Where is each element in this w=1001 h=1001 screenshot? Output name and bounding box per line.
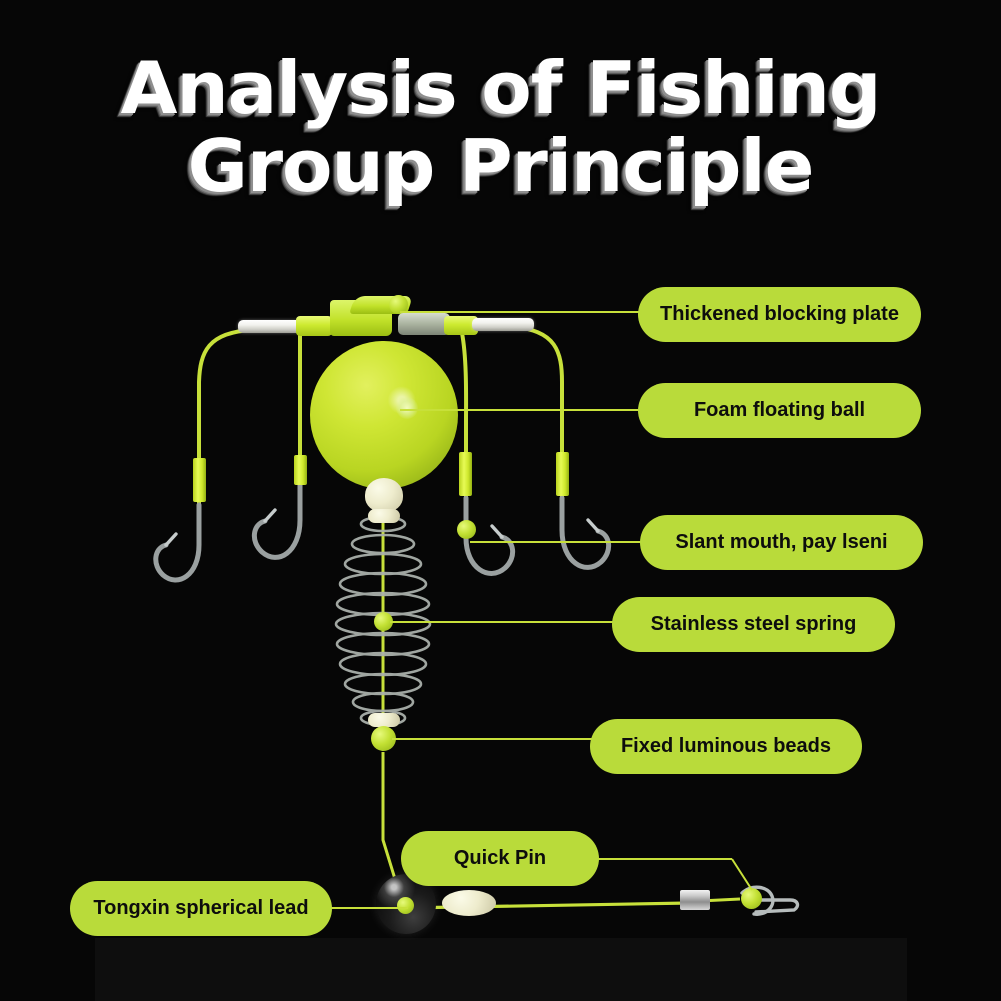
callout-foam-floating-ball[interactable]: Foam floating ball	[638, 383, 921, 438]
callout-quick-pin[interactable]: Quick Pin	[401, 831, 599, 886]
title-line-1: Analysis of Fishing	[120, 46, 882, 130]
connector-foam-floating-ball	[400, 409, 640, 411]
callout-label: Fixed luminous beads	[620, 735, 832, 757]
callout-label: Tongxin spherical lead	[93, 897, 309, 919]
callout-thickened-blocking-plate[interactable]: Thickened blocking plate	[638, 287, 921, 342]
bottom-panel	[95, 938, 907, 1001]
top-luminous-knob	[389, 295, 408, 314]
blocking-tube-right	[472, 318, 534, 331]
blocking-tube-left	[238, 320, 306, 333]
spring-top-cap	[368, 509, 400, 523]
connector-stainless-steel-spring	[390, 621, 614, 623]
connector-thickened-blocking-plate	[400, 311, 640, 313]
fixed-luminous-bead-bottom	[371, 726, 396, 751]
blocking-plate-left	[296, 316, 332, 336]
fixed-luminous-bead-spring	[374, 612, 393, 631]
page-title: Analysis of Fishing Group Principle	[0, 52, 1001, 202]
callout-label: Quick Pin	[453, 847, 547, 869]
callout-label: Foam floating ball	[693, 399, 866, 421]
connector-tongxin-spherical-lead	[330, 907, 408, 909]
barrel-swivel	[680, 890, 710, 910]
hook-sleeve-1	[193, 458, 206, 502]
callout-label: Thickened blocking plate	[660, 303, 899, 325]
quick-pin-bead	[741, 888, 762, 909]
callout-slant-mouth[interactable]: Slant mouth, pay lseni	[640, 515, 923, 570]
ball-stem-stopper	[365, 478, 403, 512]
title-line-2: Group Principle	[187, 124, 815, 208]
foam-ball-highlight	[396, 397, 418, 419]
cream-oval-bead	[442, 890, 496, 916]
blocking-plate-right	[444, 316, 478, 335]
connector-slant-mouth	[470, 541, 642, 543]
callout-tongxin-spherical-lead[interactable]: Tongxin spherical lead	[70, 881, 332, 936]
hook-sleeve-2	[294, 455, 307, 485]
hook-sleeve-4	[556, 452, 569, 496]
connector-fixed-luminous-beads	[392, 738, 592, 740]
hook-sleeve-3	[459, 452, 472, 496]
connector-quick-pin-horizontal	[598, 858, 732, 860]
fixed-luminous-bead-hook	[457, 520, 476, 539]
callout-label: Stainless steel spring	[650, 613, 857, 635]
blocking-sleeve-center	[398, 313, 450, 335]
callout-fixed-luminous-beads[interactable]: Fixed luminous beads	[590, 719, 862, 774]
lead-center-bead	[397, 897, 414, 914]
spring-bottom-cap	[368, 713, 400, 727]
foam-floating-ball	[310, 341, 458, 489]
callout-label: Slant mouth, pay lseni	[675, 531, 888, 553]
callout-stainless-steel-spring[interactable]: Stainless steel spring	[612, 597, 895, 652]
